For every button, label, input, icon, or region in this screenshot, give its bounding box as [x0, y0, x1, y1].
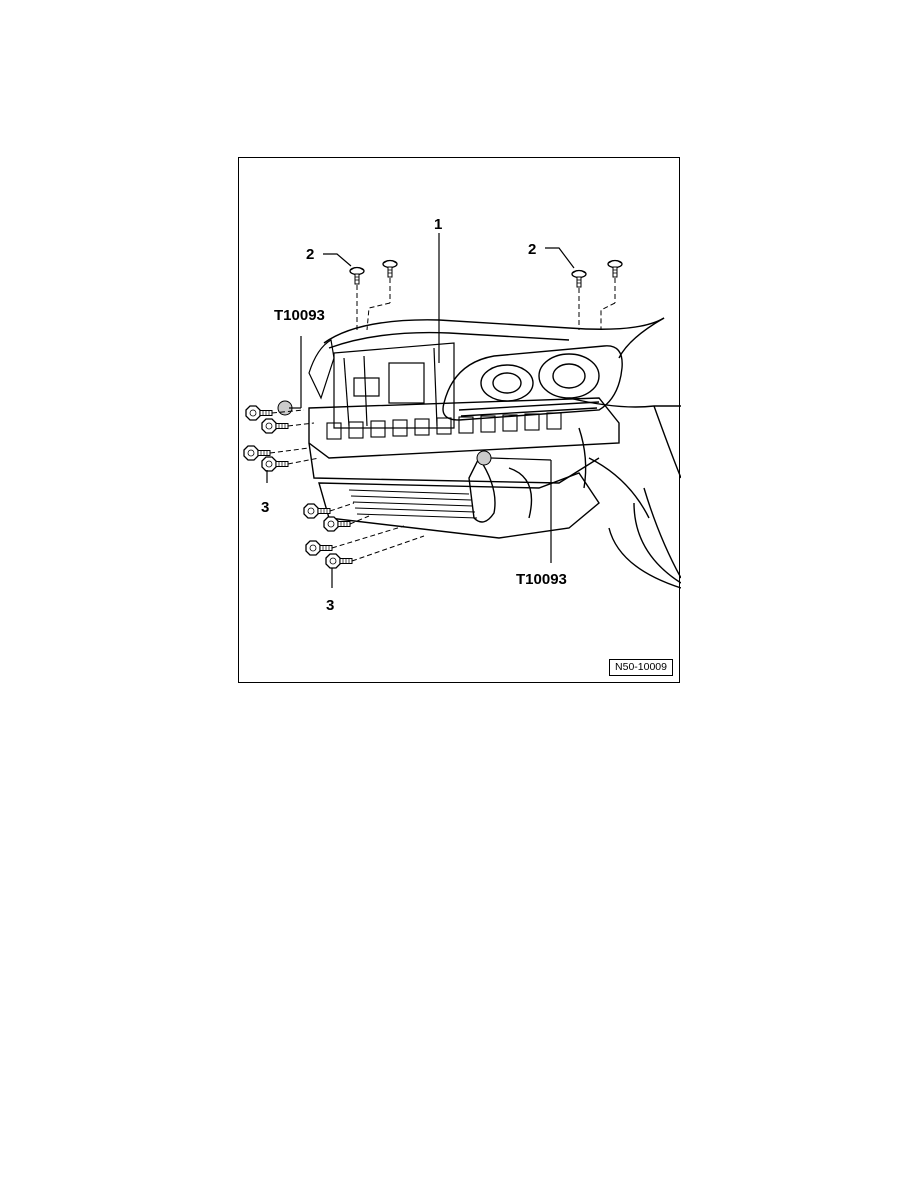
- fastener-dash-lines: [356, 278, 616, 333]
- callout-part-3-lower: 3: [326, 597, 334, 614]
- bolt-set-left: [243, 405, 289, 472]
- callout-tool-left: T10093: [274, 307, 325, 324]
- car-body: [323, 317, 681, 589]
- bolt-dash-lines: [269, 409, 425, 562]
- bumper-carrier-illustration: 1 2 2 T10093 3 T10093 3: [243, 216, 681, 614]
- callout-part-3-upper: 3: [261, 499, 269, 516]
- headlight: [442, 345, 623, 421]
- callout-tool-right: T10093: [516, 571, 567, 588]
- callout-part-1: 1: [434, 216, 442, 233]
- upper-grille: [308, 339, 455, 429]
- clip-fastener-group-right: [571, 259, 623, 288]
- callout-part-2-right: 2: [528, 241, 536, 258]
- callout-part-2-left: 2: [306, 246, 314, 263]
- leader-lines: [266, 233, 575, 588]
- bumper-carrier: [308, 397, 620, 539]
- bolt-set-lower: [303, 503, 353, 569]
- figure-id-label: N50-10009: [609, 659, 673, 676]
- exploded-diagram-frame: 1 2 2 T10093 3 T10093 3 N50-10009: [238, 157, 681, 683]
